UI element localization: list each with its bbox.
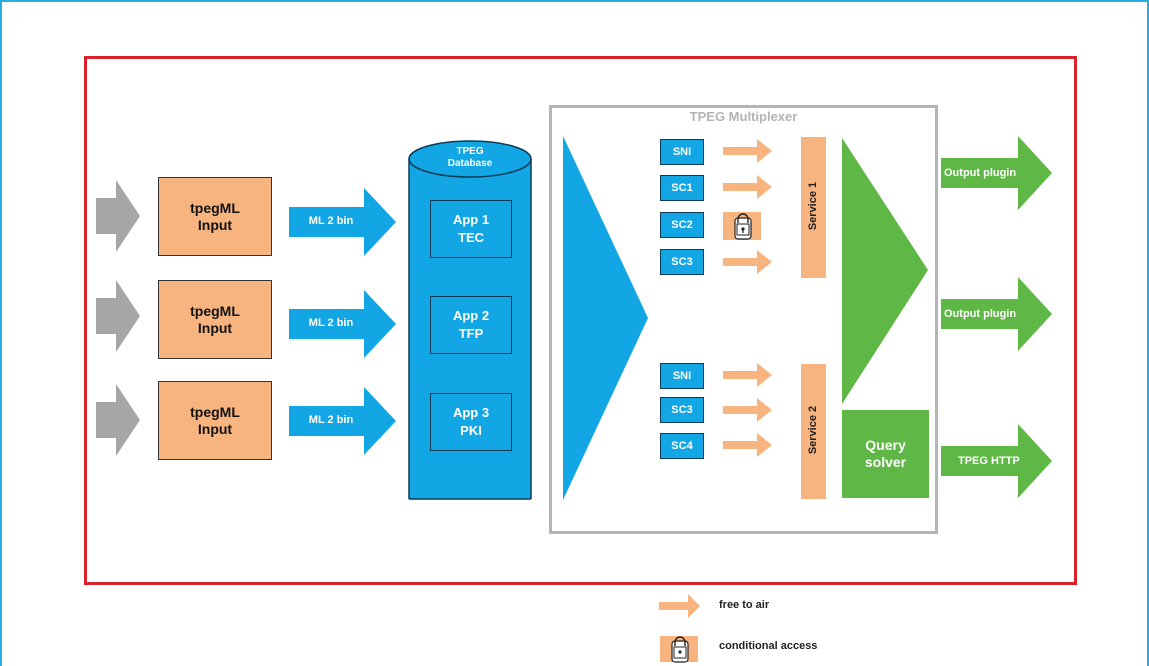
output-arrow-3 bbox=[941, 424, 1052, 498]
service2-component-sc4: SC4 bbox=[660, 433, 704, 459]
ml2bin-label-1: ML 2 bin bbox=[308, 215, 354, 227]
ml2bin-arrow-2 bbox=[289, 290, 396, 358]
service2-component-sc3: SC3 bbox=[660, 397, 704, 423]
ml2bin-label-3: ML 2 bin bbox=[308, 414, 354, 426]
legend-free-arrow bbox=[659, 594, 700, 618]
tpegml-input-1: tpegML Input bbox=[158, 177, 272, 256]
query-solver-box: Query solver bbox=[842, 410, 929, 498]
ml2bin-arrow-3 bbox=[289, 387, 396, 455]
tpegml-input-2: tpegML Input bbox=[158, 280, 272, 359]
free-arrow-s2-2 bbox=[723, 398, 772, 422]
service1-component-sc2: SC2 bbox=[660, 212, 704, 238]
legend-free-label: free to air bbox=[719, 599, 770, 611]
output-label-1: Output plugin bbox=[944, 167, 1017, 179]
multiplexer-box bbox=[549, 105, 938, 534]
app-3-box: App 3 PKI bbox=[430, 393, 512, 451]
output-label-2: Output plugin bbox=[944, 308, 1017, 320]
ml2bin-label-2: ML 2 bin bbox=[308, 317, 354, 329]
free-arrow-s1-4 bbox=[723, 250, 772, 274]
free-arrow-s2-1 bbox=[723, 363, 772, 387]
free-arrow-s1-2 bbox=[723, 175, 772, 199]
grey-input-arrow-2 bbox=[96, 280, 140, 352]
output-triangle bbox=[842, 138, 928, 404]
output-arrow-2 bbox=[941, 277, 1052, 351]
app-2-box: App 2 TFP bbox=[430, 296, 512, 354]
ml2bin-arrow-1 bbox=[289, 188, 396, 256]
service1-component-sni: SNI bbox=[660, 139, 704, 165]
free-arrow-s1-1 bbox=[723, 139, 772, 163]
output-arrow-1 bbox=[941, 136, 1052, 210]
service1-bar bbox=[801, 137, 826, 278]
legend-conditional-label: conditional access bbox=[719, 640, 818, 652]
service1-label: Service 1 bbox=[807, 181, 819, 231]
multiplexer-title: TPEG Multiplexer bbox=[689, 109, 798, 124]
system-boundary bbox=[84, 56, 1077, 585]
conditional-access-lock bbox=[723, 212, 761, 240]
mux-triangle bbox=[563, 136, 648, 500]
service2-label: Service 2 bbox=[807, 405, 819, 455]
service1-component-sc1: SC1 bbox=[660, 175, 704, 201]
database-cylinder bbox=[408, 140, 532, 500]
legend-lock bbox=[660, 636, 698, 663]
grey-input-arrow-3 bbox=[96, 384, 140, 456]
service2-bar bbox=[801, 364, 826, 499]
free-arrow-s2-3 bbox=[723, 433, 772, 457]
database-title: TPEG Database bbox=[447, 146, 493, 169]
grey-input-arrow-1 bbox=[96, 180, 140, 252]
service2-component-sni: SNI bbox=[660, 363, 704, 389]
tpegml-input-3: tpegML Input bbox=[158, 381, 272, 460]
service1-component-sc3: SC3 bbox=[660, 249, 704, 275]
output-label-3: TPEG HTTP bbox=[958, 455, 1020, 467]
app-1-box: App 1 TEC bbox=[430, 200, 512, 258]
